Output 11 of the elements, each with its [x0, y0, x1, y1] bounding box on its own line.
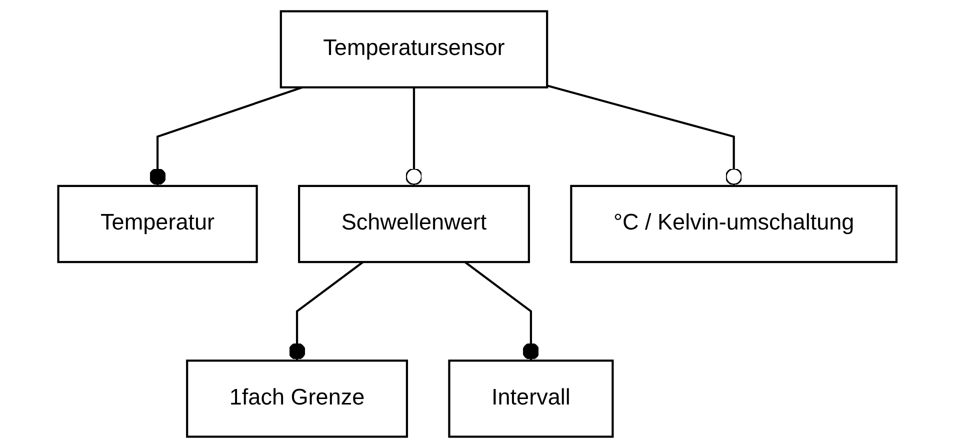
connector	[405, 87, 422, 186]
node-box: Temperatursensor	[279, 10, 548, 88]
connector	[464, 261, 540, 361]
node-box: °C / Kelvin-umschaltung	[570, 184, 898, 264]
connector	[148, 86, 302, 186]
connector	[288, 261, 364, 361]
connector	[546, 84, 742, 186]
node-box: Intervall	[448, 360, 614, 438]
node-box: Schwellenwert	[298, 184, 530, 264]
node-box: 1fach Grenze	[186, 360, 408, 438]
node-box: Temperatur	[56, 184, 258, 264]
